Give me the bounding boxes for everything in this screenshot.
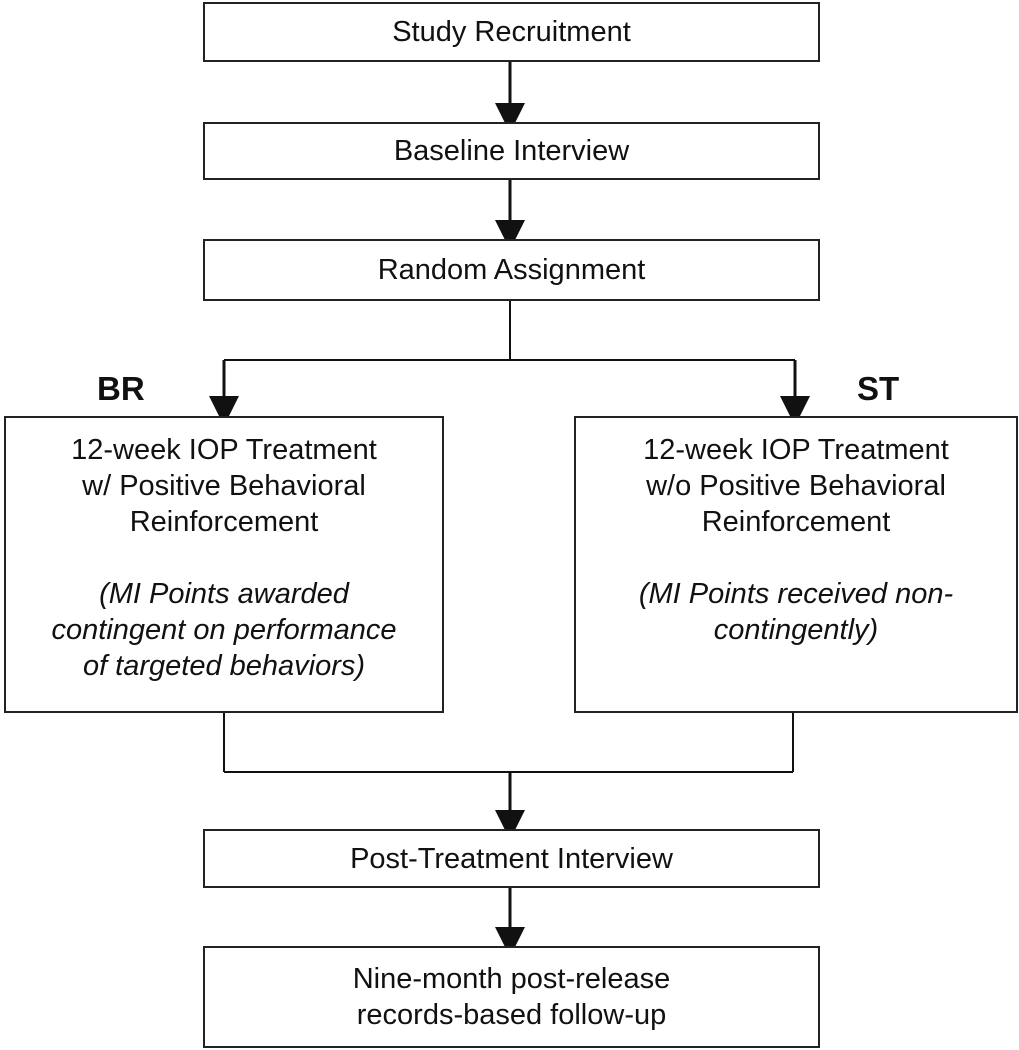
baseline-interview-label: Baseline Interview: [393, 135, 630, 167]
st-treatment-line: w/o Positive Behavioral: [646, 470, 946, 502]
st-note-line: (MI Points received non-: [638, 578, 954, 610]
st-treatment-box: 12-week IOP Treatment w/o Positive Behav…: [574, 416, 1018, 713]
post-treatment-interview-box: Post-Treatment Interview: [203, 829, 820, 888]
arm-st-label: ST: [857, 370, 900, 407]
br-treatment-line: Reinforcement: [129, 506, 319, 538]
post-treatment-interview-label: Post-Treatment Interview: [350, 842, 673, 875]
arm-br-label: BR: [97, 370, 145, 407]
random-assignment-box: Random Assignment: [203, 239, 820, 301]
st-treatment-line: Reinforcement: [701, 506, 891, 538]
br-treatment-box: 12-week IOP Treatment w/ Positive Behavi…: [4, 416, 444, 713]
br-treatment-line: w/ Positive Behavioral: [82, 470, 366, 502]
br-note-line: (MI Points awarded: [99, 578, 349, 610]
follow-up-box: Nine-month post-release records-based fo…: [203, 946, 820, 1048]
br-note-line: contingent on performance: [51, 614, 397, 646]
st-treatment-line: 12-week IOP Treatment: [643, 434, 949, 466]
follow-up-line: records-based follow-up: [356, 999, 667, 1031]
br-note-line: of targeted behaviors): [82, 650, 366, 682]
st-note-line: contingently): [713, 614, 879, 646]
random-assignment-label: Random Assignment: [377, 254, 646, 286]
study-recruitment-label: Study Recruitment: [392, 16, 631, 48]
follow-up-line: Nine-month post-release: [352, 963, 671, 995]
baseline-interview-box: Baseline Interview: [203, 122, 820, 180]
br-treatment-line: 12-week IOP Treatment: [71, 434, 377, 466]
study-recruitment-box: Study Recruitment: [203, 2, 820, 62]
